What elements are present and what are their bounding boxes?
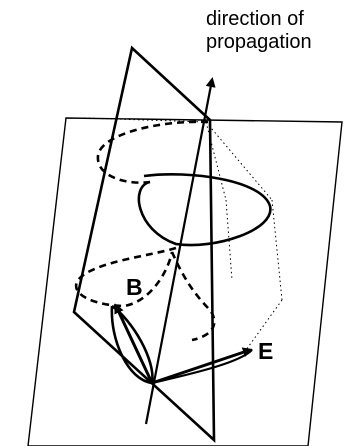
b-label: B — [126, 274, 143, 300]
guide-dotted-lines — [83, 117, 283, 351]
b-field-plane — [72, 45, 216, 443]
e-label: E — [258, 338, 274, 364]
caption-line-1: direction of — [206, 8, 304, 30]
e-vector-arrow — [151, 347, 253, 385]
caption-line-2: propagation — [206, 31, 312, 53]
propagation-axis-arrow — [144, 77, 216, 425]
b-vector-arrow — [114, 303, 154, 384]
wave-upper-dashed — [96, 120, 209, 184]
propagation-caption: direction of propagation — [206, 8, 341, 54]
wave-lower-dashed — [170, 251, 216, 342]
wave-middle-solid — [137, 173, 272, 247]
e-field-plane — [27, 117, 343, 446]
wave-middle-dashed — [74, 246, 177, 308]
